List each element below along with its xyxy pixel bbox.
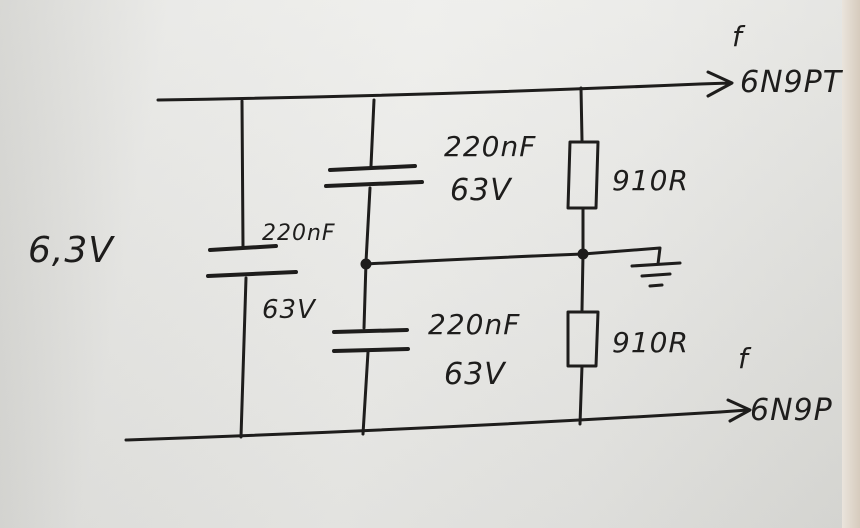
left-cap-plate-top bbox=[208, 244, 278, 252]
top-output-name-label: 6N9PT bbox=[740, 65, 844, 100]
left-cap-value-label: 220nF bbox=[262, 221, 336, 246]
ground-icon bbox=[630, 261, 682, 288]
top-output-tag-label: f bbox=[732, 20, 746, 53]
top-rail-wire bbox=[156, 82, 702, 102]
bottom-resistor-wire-bottom bbox=[578, 364, 584, 426]
mid-cap-bottom-plate-bottom bbox=[332, 347, 410, 353]
bottom-rail-wire bbox=[124, 410, 722, 442]
mid-cap-top-voltage-label: 63V bbox=[450, 173, 513, 208]
bottom-output-name-label: 6N9P bbox=[750, 393, 833, 428]
bottom-output-arrow bbox=[718, 398, 752, 423]
mid-cap-bottom-wire-top bbox=[362, 260, 368, 330]
left-cap-wire-top bbox=[240, 99, 245, 248]
left-cap-wire-bottom bbox=[239, 276, 248, 439]
left-cap-voltage-label: 63V bbox=[262, 295, 317, 325]
top-resistor-wire-top bbox=[579, 86, 584, 142]
mid-cap-top-plate-bottom bbox=[324, 180, 424, 188]
mid-cap-bottom-voltage-label: 63V bbox=[444, 357, 507, 392]
center-tap-wire bbox=[364, 246, 662, 266]
left-cap-plate-bottom bbox=[206, 270, 298, 278]
bottom-resistor-body bbox=[566, 310, 600, 368]
bottom-resistor-wire-top bbox=[580, 252, 585, 312]
mid-cap-top-wire-top bbox=[369, 98, 376, 168]
mid-cap-bottom-plate-top bbox=[332, 328, 409, 334]
mid-cap-top-wire-bottom bbox=[364, 186, 372, 264]
top-resistor-body bbox=[566, 140, 600, 210]
mid-cap-bottom-value-label: 220nF bbox=[428, 308, 520, 341]
paper-edge bbox=[842, 0, 860, 528]
bottom-resistor-value-label: 910R bbox=[612, 326, 689, 359]
mid-cap-top-value-label: 220nF bbox=[444, 130, 536, 163]
mid-cap-bottom-wire-bottom bbox=[361, 350, 370, 436]
bottom-output-tag-label: f bbox=[738, 342, 752, 375]
center-junction-dot bbox=[360, 258, 372, 270]
top-output-arrow bbox=[698, 70, 734, 98]
mid-cap-top-plate-top bbox=[328, 164, 417, 172]
top-resistor-value-label: 910R bbox=[612, 164, 689, 197]
supply-voltage-label: 6,3V bbox=[28, 230, 115, 271]
